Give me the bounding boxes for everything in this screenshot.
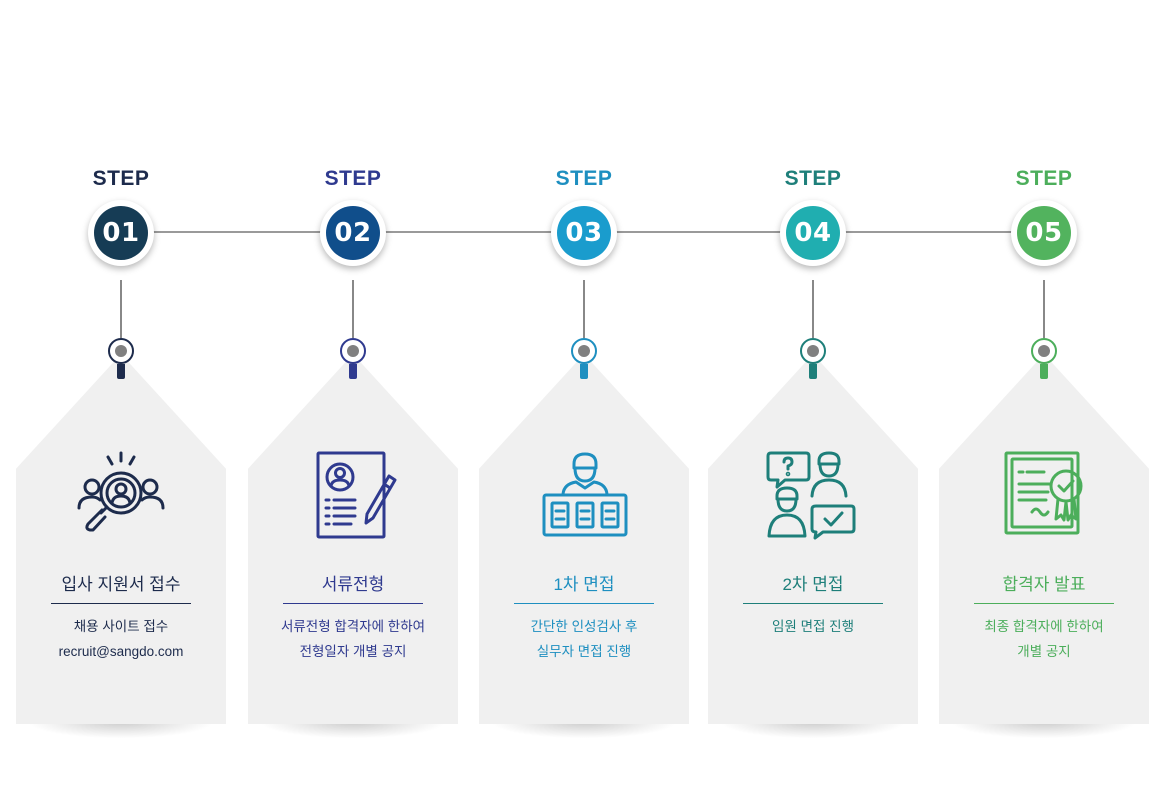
step-label: STEP [1015,167,1073,190]
pin-dot [578,345,590,357]
step-number: 01 [94,206,148,260]
step-description: 임원 면접 진행 [708,614,918,639]
step-description-line: 실무자 면접 진행 [536,644,632,659]
step-05: STEP 05 합격자 발표 최종 합격자에 한하여 개별 공지 [939,0,1149,808]
pin-icon [800,338,826,364]
step-label: STEP [784,167,842,190]
step-description: 최종 합격자에 한하여 개별 공지 [939,614,1149,664]
pin-dot [1038,345,1050,357]
card-shadow [262,722,444,738]
step-number-badge: 05 [1011,200,1077,266]
pin-icon [571,338,597,364]
search-person-icon [71,450,171,540]
step-number-badge: 04 [780,200,846,266]
step-title: 1차 면접 [514,570,654,604]
step-description-line: 개별 공지 [1017,644,1071,659]
step-title: 2차 면접 [743,570,883,604]
pin-tail [1040,364,1048,379]
pin-tail [349,364,357,379]
resume-document-icon [303,450,403,540]
step-label: STEP [92,167,150,190]
step-label: STEP [324,167,382,190]
step-description-line: 간단한 인성검사 후 [530,619,638,634]
card-shadow [30,722,212,738]
pin-dot [115,345,127,357]
step-description-line: 최종 합격자에 한하여 [984,619,1104,634]
step-connector [120,280,122,338]
step-description-line: 채용 사이트 접수 [73,619,169,634]
pin-icon [1031,338,1057,364]
step-number: 02 [326,206,380,260]
step-description-line: 서류전형 합격자에 한하여 [280,619,426,634]
step-description-line: 전형일자 개별 공지 [299,644,407,659]
pin-dot [807,345,819,357]
pin-tail [580,364,588,379]
pin-icon [108,338,134,364]
step-connector [812,280,814,338]
step-connector [352,280,354,338]
step-number-badge: 03 [551,200,617,266]
pin-icon [340,338,366,364]
step-title: 합격자 발표 [974,570,1114,604]
step-connector [583,280,585,338]
step-02: STEP 02 서류전형 서류전형 합격자에 한하여 전형일자 개별 공지 [248,0,458,808]
card-shadow [722,722,904,738]
card-shadow [493,722,675,738]
pin-tail [809,364,817,379]
step-number-badge: 01 [88,200,154,266]
certificate-icon [994,450,1094,540]
step-03: STEP 03 1차 면접 간단한 인성검사 후 실무자 면접 진행 [479,0,689,808]
step-description: 서류전형 합격자에 한하여 전형일자 개별 공지 [248,614,458,664]
step-number: 03 [557,206,611,260]
step-number: 04 [786,206,840,260]
interview-desk-icon [534,450,634,540]
step-01: STEP 01 입사 지원서 접수 채용 사이트 접수 recruit@sang… [16,0,226,808]
discussion-people-icon [763,450,863,540]
step-number-badge: 02 [320,200,386,266]
step-description-line: 임원 면접 진행 [771,619,855,634]
pin-dot [347,345,359,357]
step-title: 서류전형 [283,570,423,604]
step-04: STEP 04 2차 면접 임원 면접 진행 [708,0,918,808]
step-label: STEP [555,167,613,190]
pin-tail [117,364,125,379]
step-description-line: recruit@sangdo.com [58,644,184,659]
step-connector [1043,280,1045,338]
card-shadow [953,722,1135,738]
step-description: 간단한 인성검사 후 실무자 면접 진행 [479,614,689,664]
step-number: 05 [1017,206,1071,260]
step-title: 입사 지원서 접수 [51,570,191,604]
step-description: 채용 사이트 접수 recruit@sangdo.com [16,614,226,664]
